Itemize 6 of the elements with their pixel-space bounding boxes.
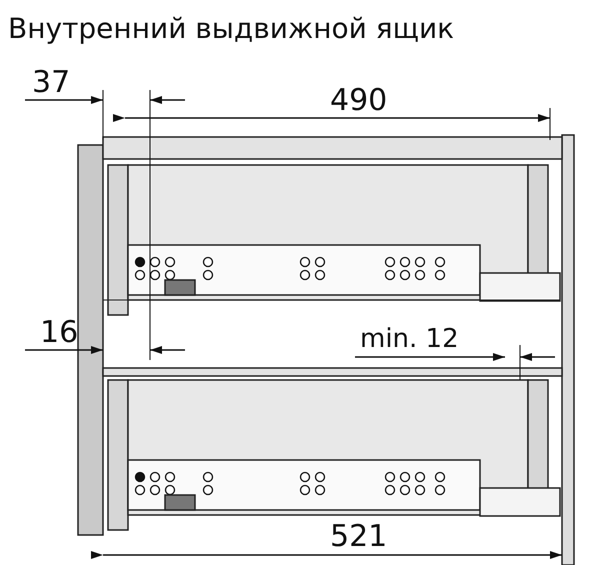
dimension-label: 37 [32, 68, 70, 98]
dimension-label: 521 [330, 522, 388, 552]
title: Внутренний выдвижной ящик [8, 12, 454, 45]
dimension-label: min. 12 [360, 326, 459, 352]
dimension-label: 16 [40, 318, 78, 348]
dimension-label: 490 [330, 86, 388, 116]
